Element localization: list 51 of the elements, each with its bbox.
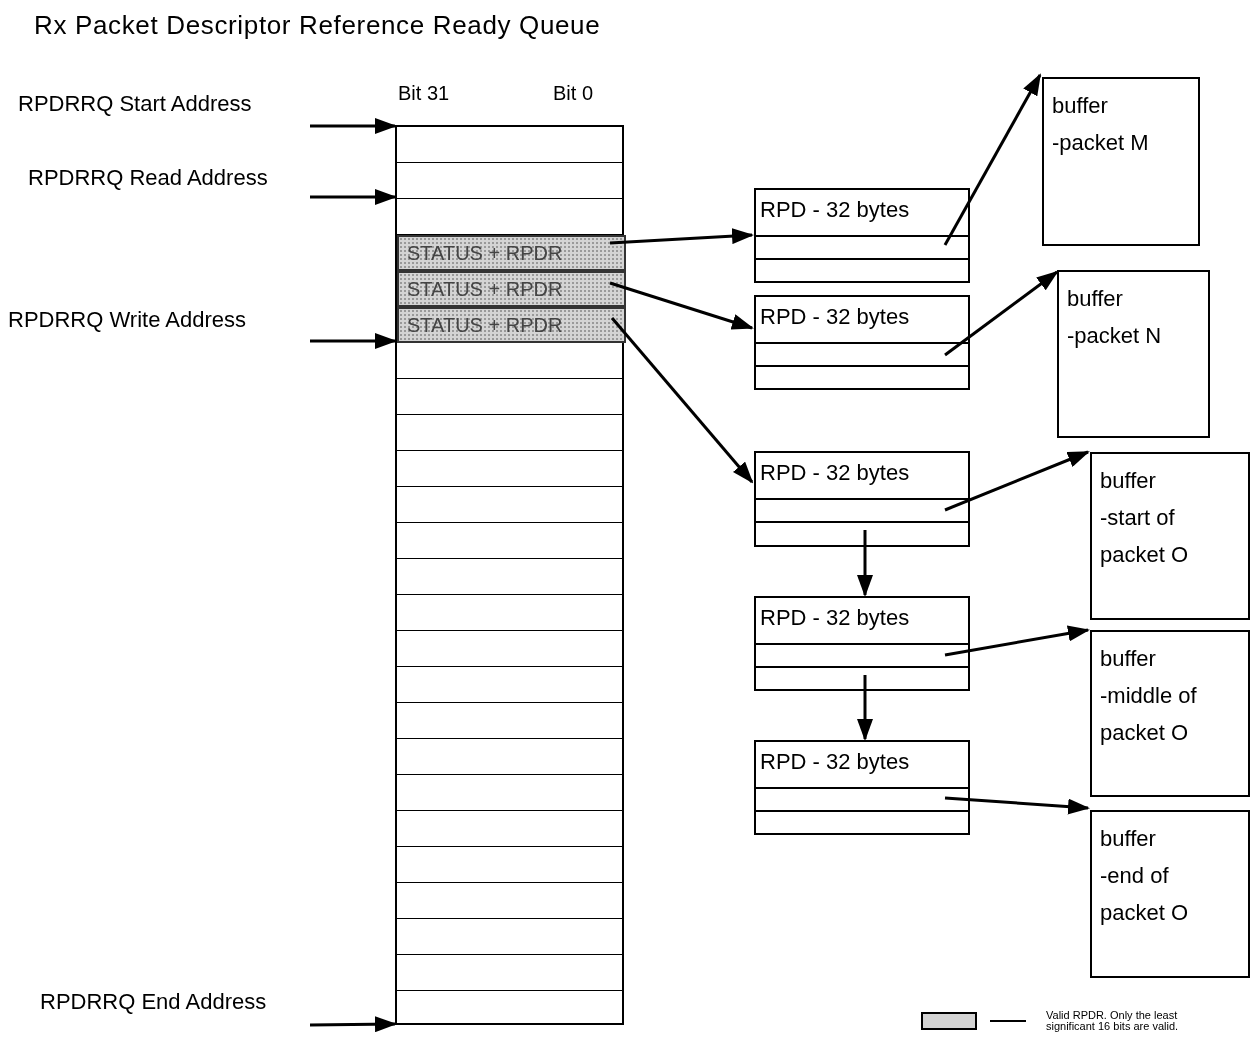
arrow — [610, 317, 754, 484]
buffer-description: -middle of packet O — [1100, 682, 1198, 747]
descriptor-label: RPD - 32 bytes — [760, 604, 910, 632]
bit-label: Bit 31 — [398, 81, 450, 106]
descriptor-box — [754, 740, 970, 835]
descriptor-label: RPD - 32 bytes — [760, 303, 910, 331]
address-label: RPDRRQ Start Address — [18, 88, 310, 120]
buffer-box — [1090, 630, 1250, 797]
arrow — [944, 450, 1090, 512]
arrow — [609, 281, 754, 330]
buffer-title: buffer — [1100, 825, 1157, 853]
buffer-box — [1042, 77, 1200, 246]
descriptor-box — [754, 451, 970, 547]
status-row: STATUS + RPDR — [397, 271, 626, 307]
buffer-box — [1057, 270, 1210, 438]
descriptor-label: RPD - 32 bytes — [760, 196, 910, 224]
descriptor-label: RPD - 32 bytes — [760, 748, 910, 776]
buffer-title: buffer — [1100, 467, 1157, 495]
buffer-title: buffer — [1067, 285, 1124, 313]
arrow — [857, 675, 873, 741]
arrow — [944, 796, 1090, 815]
descriptor-box — [754, 596, 970, 691]
address-label: RPDRRQ Read Address — [28, 162, 328, 194]
buffer-description: -start of packet O — [1100, 504, 1190, 569]
descriptor-label: RPD - 32 bytes — [760, 459, 910, 487]
arrow — [310, 189, 397, 205]
arrow — [310, 1016, 397, 1033]
address-label: RPDRRQ End Address — [40, 986, 320, 1018]
descriptor-box — [754, 295, 970, 390]
bit-label: Bit 0 — [553, 81, 594, 106]
arrow — [609, 228, 754, 245]
status-row: STATUS + RPDR — [397, 235, 626, 271]
diagram-title: Rx Packet Descriptor Reference Ready Queue — [34, 9, 601, 42]
arrow — [857, 530, 873, 597]
descriptor-box — [754, 188, 970, 283]
buffer-description: -end of packet O — [1100, 862, 1190, 927]
buffer-box — [1090, 452, 1250, 620]
buffer-box — [1090, 810, 1250, 978]
arrow — [944, 625, 1090, 657]
buffer-title: buffer — [1100, 645, 1157, 673]
arrow — [944, 270, 1059, 357]
queue-table — [395, 125, 624, 1025]
address-label: RPDRRQ Write Address — [8, 304, 308, 336]
buffer-description: -packet N — [1067, 322, 1163, 350]
arrow — [310, 333, 397, 349]
status-row: STATUS + RPDR — [397, 307, 626, 343]
arrow — [310, 118, 397, 134]
buffer-title: buffer — [1052, 92, 1109, 120]
arrow — [943, 73, 1042, 246]
legend-text: Valid RPDR. Only the least significant 16 bits are valid. — [1046, 1010, 1180, 1032]
buffer-description: -packet M — [1052, 129, 1150, 157]
